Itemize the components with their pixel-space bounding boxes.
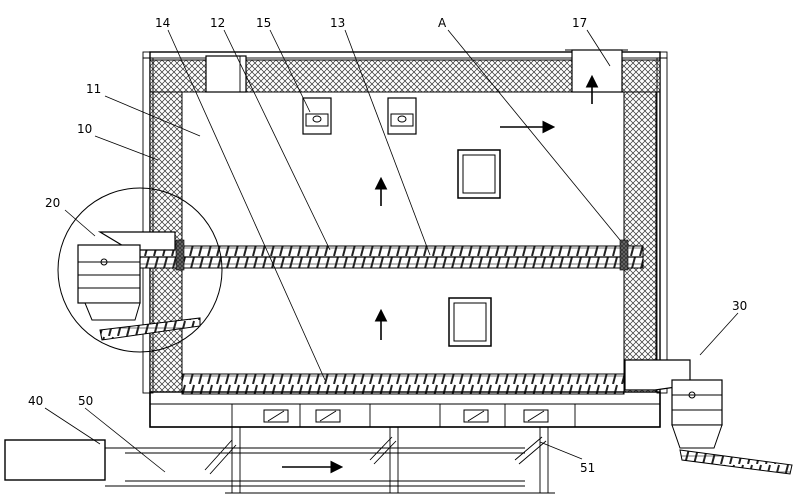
sensor-box-2 — [387, 97, 417, 135]
lower-conveyor-belt — [181, 373, 625, 395]
leader-lines — [44, 29, 739, 473]
callout-11: 11 — [86, 82, 101, 96]
discharge-hopper-unit — [624, 359, 793, 475]
callout-labels: 40 50 20 10 11 14 12 15 13 A 17 30 51 — [28, 16, 747, 475]
support-legs — [204, 426, 555, 494]
callout-50: 50 — [78, 394, 93, 408]
feed-hopper-unit — [57, 187, 223, 353]
callout-17: 17 — [572, 16, 587, 30]
air-inlet-duct — [205, 55, 247, 93]
blower-fan-unit — [4, 439, 106, 481]
callout-15: 15 — [256, 16, 271, 30]
air-outlet-duct — [565, 49, 628, 104]
callout-10: 10 — [77, 122, 92, 136]
callout-40: 40 — [28, 394, 43, 408]
callout-20: 20 — [45, 196, 60, 210]
callout-14: 14 — [155, 16, 170, 30]
right-insulation-wall — [623, 91, 657, 393]
air-supply-duct — [105, 447, 525, 487]
callout-13: 13 — [330, 16, 345, 30]
callout-51: 51 — [580, 461, 595, 475]
inspection-window-upper — [457, 149, 501, 199]
inspection-window-lower — [448, 297, 492, 347]
callout-A: A — [438, 16, 447, 30]
callout-30: 30 — [732, 299, 747, 313]
sensor-box-1 — [302, 97, 332, 135]
callout-12: 12 — [210, 16, 225, 30]
upper-conveyor-belt — [137, 245, 644, 269]
bottom-frame — [149, 391, 661, 428]
